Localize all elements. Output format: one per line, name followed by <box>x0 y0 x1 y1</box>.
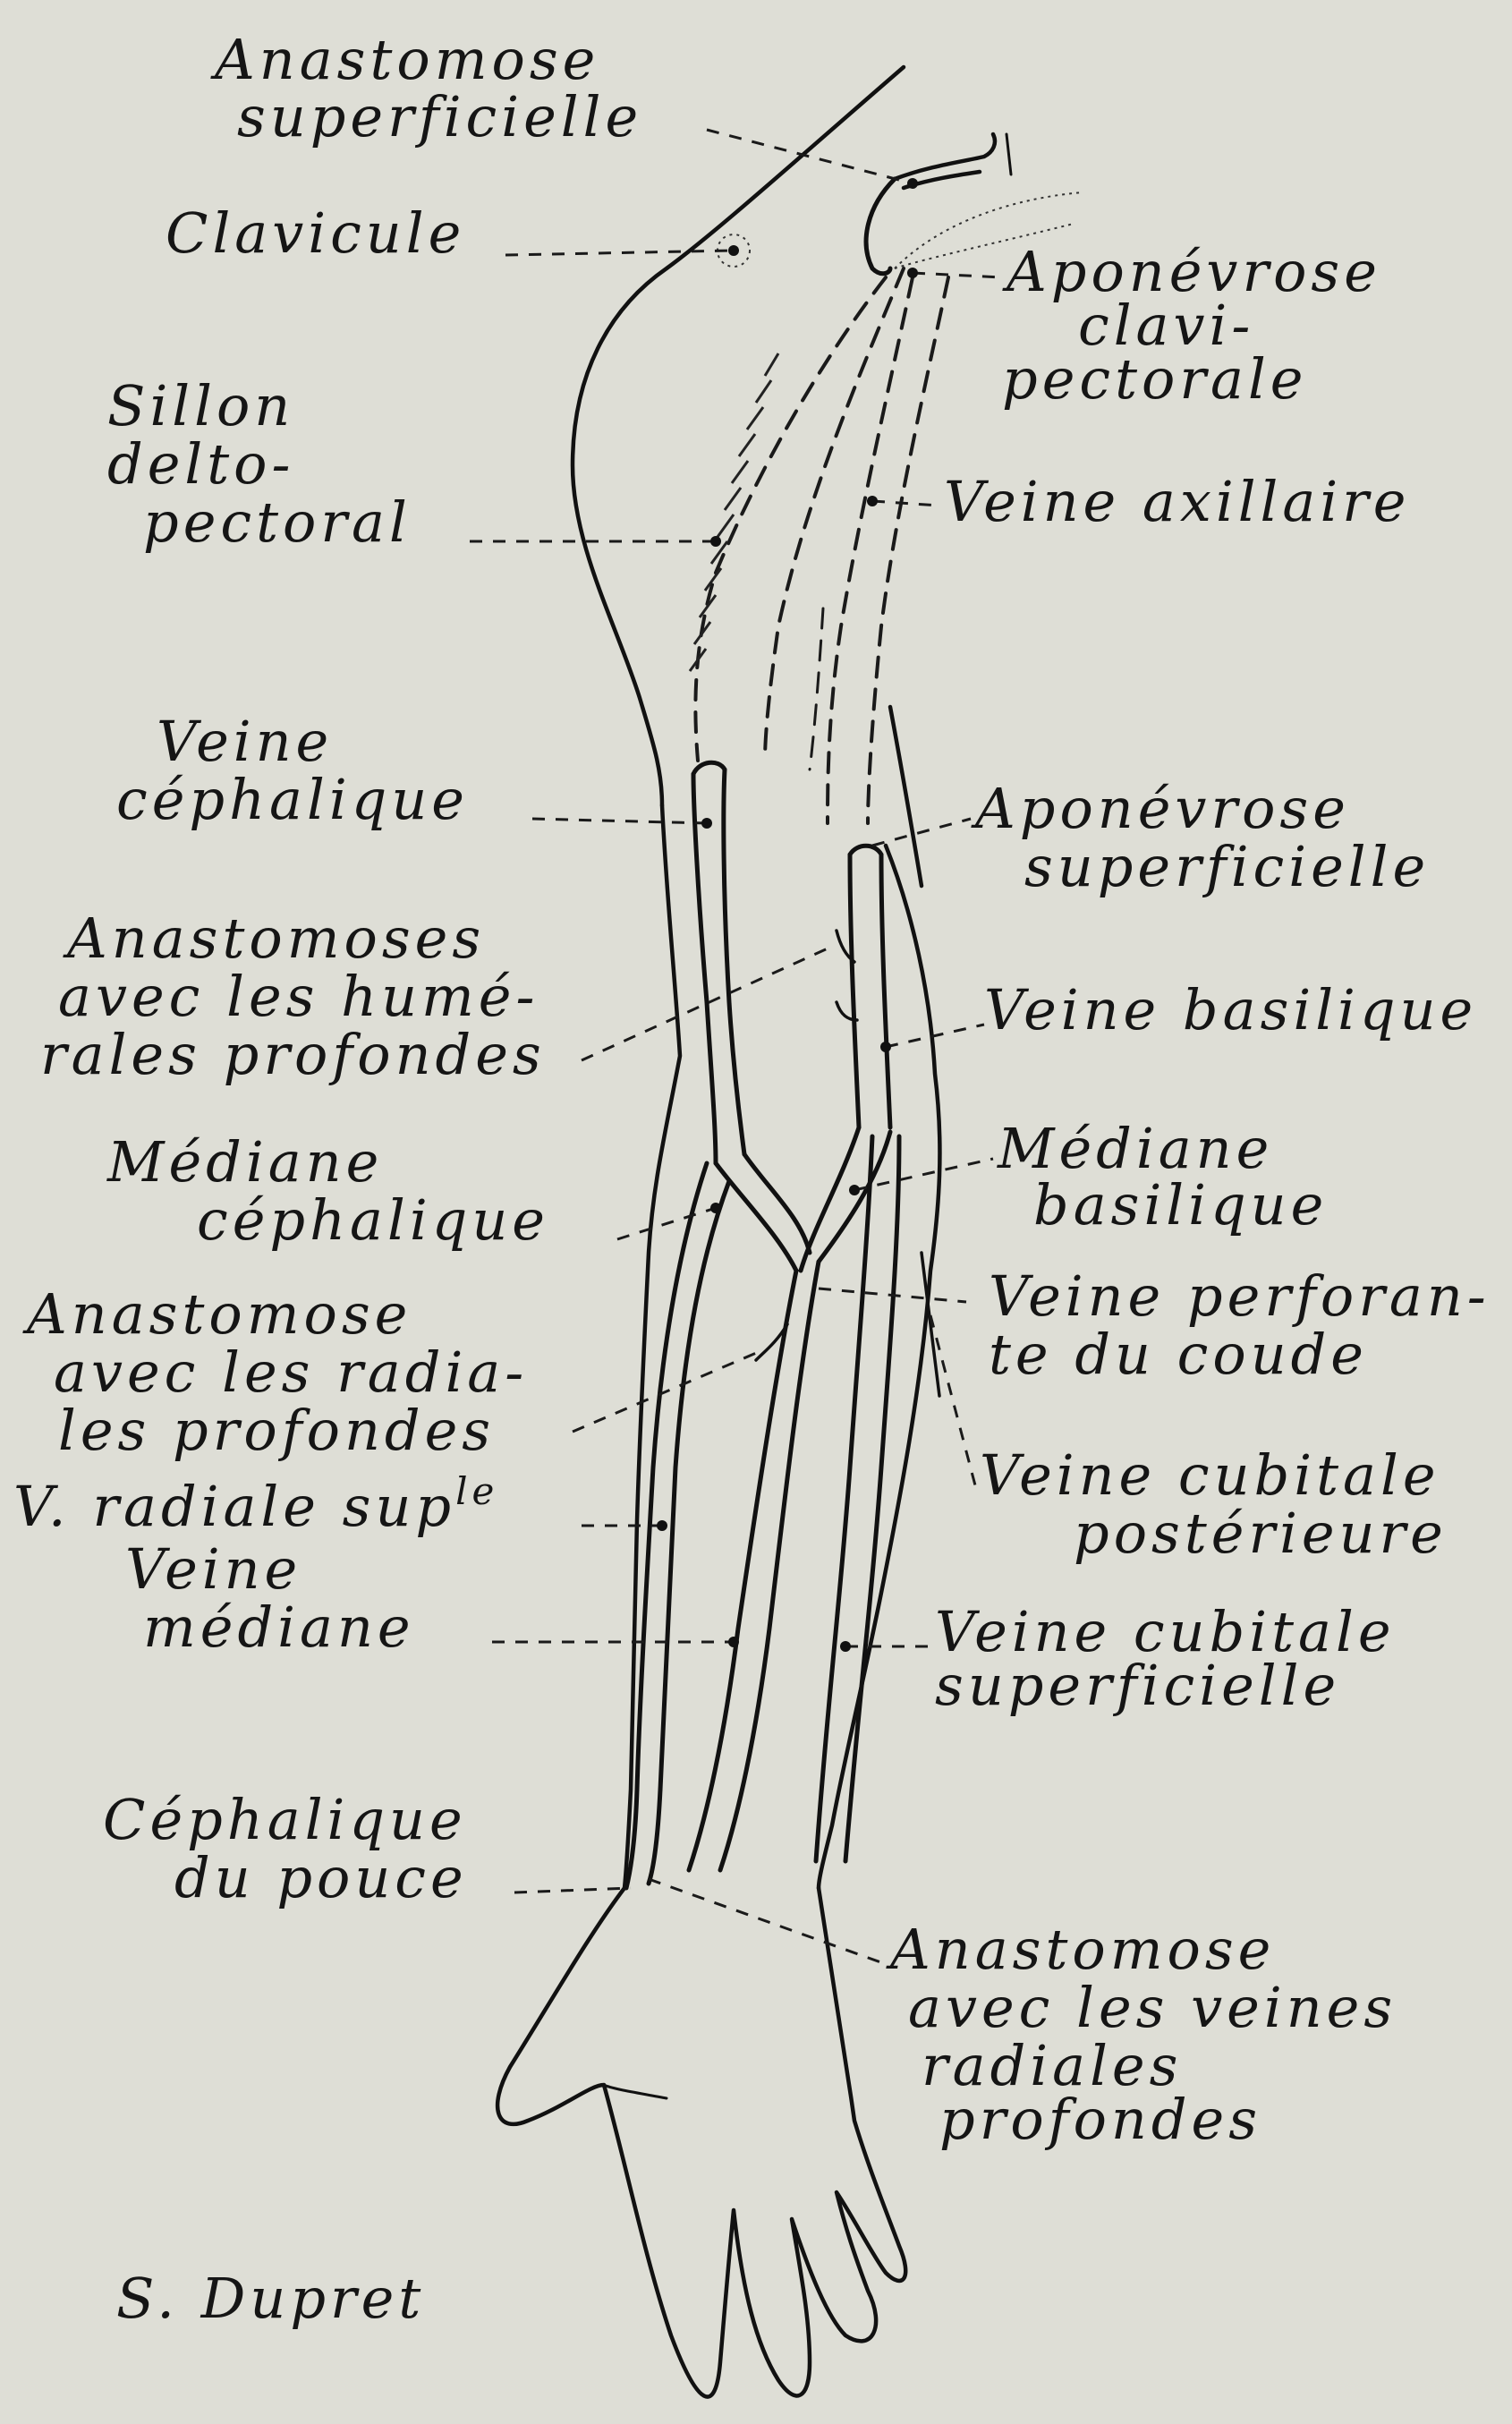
label-anastomoses-humerales: Anastomoses avec les humé- rales profond… <box>40 906 561 1087</box>
label-veine-basilique: Veine basilique <box>984 977 1477 1042</box>
superficial-veins <box>626 762 939 1888</box>
labels-right: Aponévrose clavi- pectorale Veine axilla… <box>886 239 1512 2152</box>
label-veine-mediane: Veine médiane <box>125 1536 415 1660</box>
leader-dots <box>657 178 918 1652</box>
labels-left: Anastomose superficielle Clavicule Sillo… <box>13 27 642 1910</box>
label-mediane-cephalique: Médiane céphalique <box>106 1129 549 1253</box>
label-clavicule: Clavicule <box>166 200 465 266</box>
label-mediane-basilique: Médiane basilique <box>997 1116 1328 1238</box>
label-anastomose-veines-radiales: Anastomose avec les veines radiales prof… <box>886 1917 1419 2152</box>
label-veine-cubitale-posterieure: Veine cubitale postérieure <box>980 1442 1462 1566</box>
arm-outline <box>497 67 939 2397</box>
clavicle <box>718 134 1011 274</box>
label-radiale-superficielle: V. radiale suple <box>13 1469 498 1539</box>
label-aponevrose-superficielle: Aponévrose superficielle <box>971 776 1430 899</box>
label-anastomose-superficielle: Anastomose superficielle <box>210 27 642 149</box>
signature: S. Dupret <box>116 2266 425 2331</box>
label-sillon-delto-pectoral: Sillon delto- pectoral <box>107 373 412 555</box>
label-veine-perforante: Veine perforan- te du coude <box>989 1263 1512 1387</box>
label-veine-axillaire: Veine axillaire <box>944 469 1410 534</box>
label-veine-cubitale-superficielle: Veine cubitale superficielle <box>935 1599 1417 1718</box>
label-veine-cephalique: Veine céphalique <box>116 709 469 832</box>
label-anastomose-radiales: Anastomose avec les radia- les profondes <box>22 1281 550 1463</box>
label-aponevrose-clavi-pectorale: Aponévrose clavi- pectorale <box>1002 239 1404 412</box>
label-cephalique-pouce: Céphalique du pouce <box>103 1787 488 1910</box>
